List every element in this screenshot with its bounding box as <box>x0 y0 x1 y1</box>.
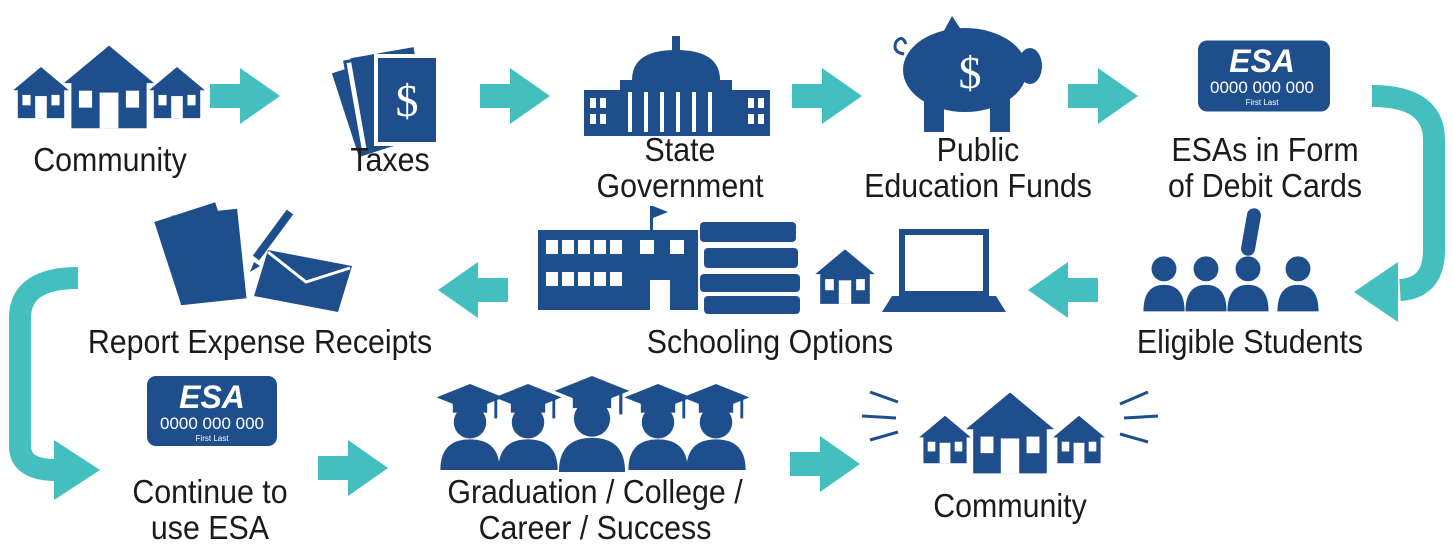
svg-text:0000 000 000: 0000 000 000 <box>1210 78 1314 97</box>
arrow-right <box>210 68 280 124</box>
svg-text:First Last: First Last <box>1246 98 1280 107</box>
esa-card-icon: ESA 0000 000 000 First Last <box>1198 40 1330 112</box>
money-icon: $ <box>331 47 440 158</box>
svg-text:ESA: ESA <box>179 379 245 415</box>
laptop-icon <box>882 229 1006 312</box>
books-icon <box>700 222 800 314</box>
esa-card-icon: ESA 0000 000 000 First Last <box>147 376 277 446</box>
label-esa-cards: ESAs in Form of Debit Cards <box>1167 131 1363 204</box>
arrow-right <box>792 68 862 124</box>
label-state-government: State Government <box>596 131 764 204</box>
label-community-end: Community <box>933 487 1087 524</box>
label-eligible-students: Eligible Students <box>1136 323 1364 360</box>
arrow-right <box>790 436 860 492</box>
label-schooling-options: Schooling Options <box>646 323 894 360</box>
houses-icon <box>13 45 205 129</box>
curved-arrow-down-right <box>1354 85 1445 322</box>
arrow-right <box>1068 68 1138 124</box>
document-envelope-icon <box>154 202 352 312</box>
students-icon <box>1143 208 1319 312</box>
dollar-sign: $ <box>396 75 419 126</box>
capitol-building-icon <box>584 36 770 136</box>
graduates-icon <box>436 376 750 472</box>
svg-text:ESA: ESA <box>1229 43 1295 79</box>
arrow-left <box>1028 262 1098 318</box>
school-building-icon <box>538 206 698 310</box>
label-graduation: Graduation / College / Career / Success <box>447 473 743 546</box>
flow-arrows <box>210 68 1138 496</box>
label-public-education-funds: Public Education Funds <box>864 131 1092 204</box>
label-community-start: Community <box>33 141 187 178</box>
dollar-sign: $ <box>959 47 982 98</box>
arrow-left <box>438 262 508 318</box>
svg-text:First Last: First Last <box>196 434 230 443</box>
curved-arrow-down-left <box>9 267 100 500</box>
label-taxes: Taxes <box>350 141 430 178</box>
label-continue-to-use-esa: Continue to use ESA <box>132 473 288 546</box>
houses-radiating-icon <box>861 390 1159 474</box>
arrow-right <box>318 440 388 496</box>
school-books-home-laptop-icon <box>538 206 1006 314</box>
piggy-bank-icon: $ <box>893 16 1042 132</box>
label-report-expense-receipts: Report Expense Receipts <box>87 323 433 360</box>
arrow-right <box>480 68 550 124</box>
svg-text:0000 000 000: 0000 000 000 <box>160 414 264 433</box>
home-icon <box>815 249 875 304</box>
